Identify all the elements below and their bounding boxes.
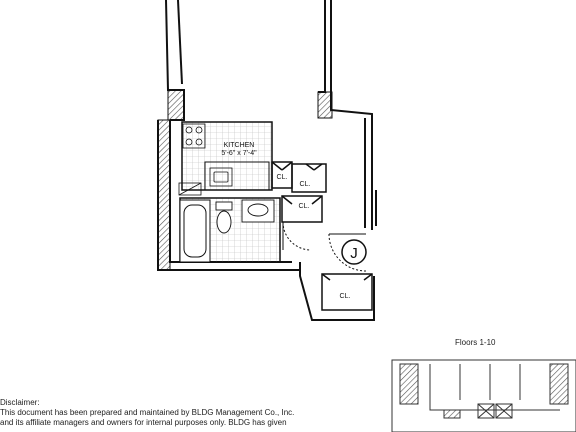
unit-marker bbox=[341, 239, 367, 265]
closet-1-label: CL. bbox=[277, 174, 288, 181]
wall-hatch-right bbox=[317, 91, 333, 119]
entry-door bbox=[328, 233, 367, 272]
bathtub-icon bbox=[179, 199, 211, 263]
counter bbox=[204, 161, 270, 191]
disclaimer-line: This document has been prepared and main… bbox=[0, 408, 295, 417]
closet-2-label: CL. bbox=[300, 181, 311, 188]
closet-3 bbox=[281, 195, 323, 223]
closet-4 bbox=[321, 273, 373, 311]
unit-letter: J bbox=[350, 245, 358, 262]
closet-2 bbox=[291, 163, 327, 193]
exterior-walls bbox=[157, 0, 377, 271]
kitchen-dimensions: 5'-6" x 7'-4" bbox=[221, 150, 257, 157]
wall-hatch-left-upper bbox=[167, 89, 185, 121]
disclaimer: Disclaimer: This document has been prepa… bbox=[0, 398, 390, 428]
bathroom-door bbox=[282, 221, 312, 251]
toilet-icon bbox=[215, 201, 233, 234]
stove-icon bbox=[182, 123, 206, 149]
closet-4-label: CL. bbox=[340, 293, 351, 300]
corridor-wall bbox=[299, 262, 375, 321]
closet-3-label: CL. bbox=[299, 203, 310, 210]
floors-label: Floors 1-10 bbox=[455, 338, 496, 347]
sink-icon bbox=[209, 167, 233, 187]
key-plan bbox=[391, 359, 576, 432]
disclaimer-line: and its affiliate managers and owners fo… bbox=[0, 418, 287, 427]
disclaimer-heading: Disclaimer: bbox=[0, 398, 40, 407]
wall-hatch-left-lower bbox=[157, 119, 171, 271]
refrigerator-icon bbox=[178, 182, 202, 196]
kitchen-floor bbox=[181, 121, 273, 191]
vanity-icon bbox=[241, 199, 275, 223]
kitchen-label: KITCHEN bbox=[224, 142, 255, 149]
